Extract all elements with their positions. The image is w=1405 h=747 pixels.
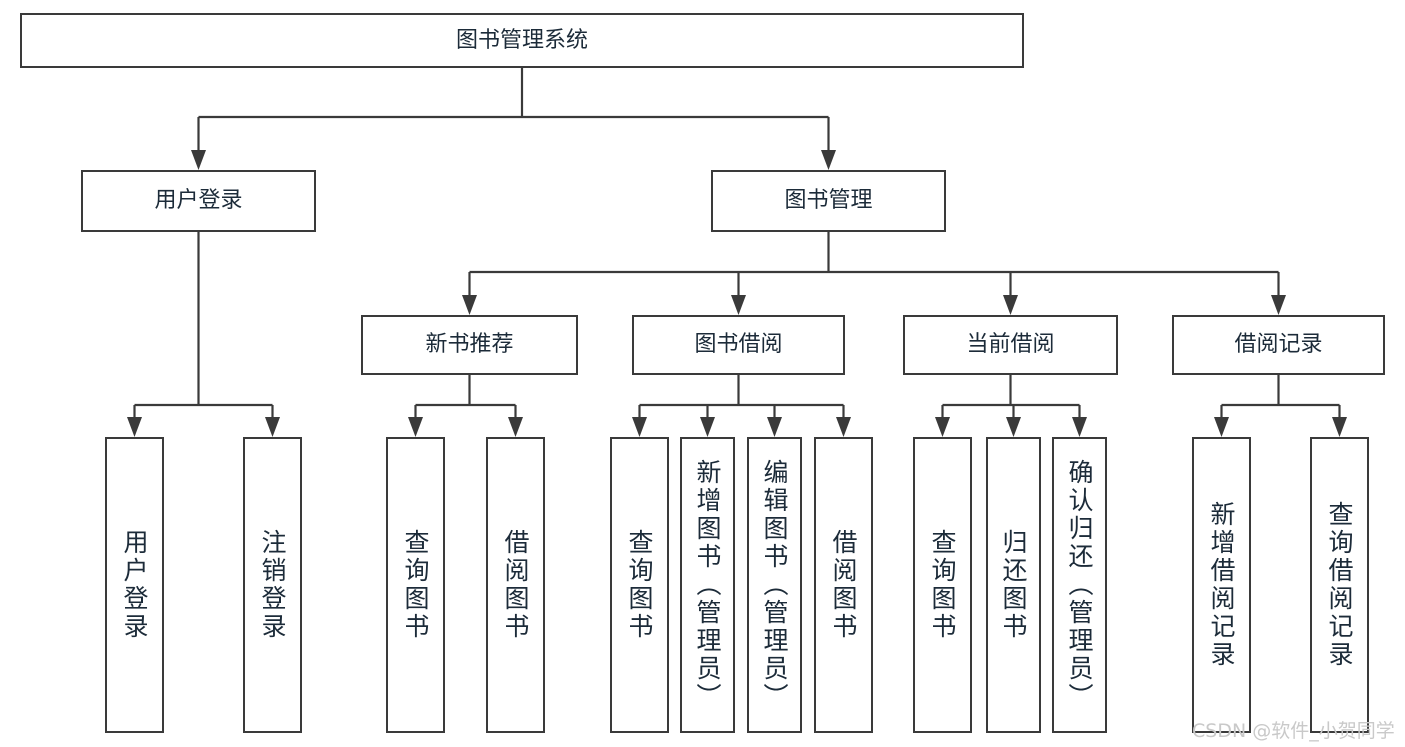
node-l-bb-add[interactable]: 新增图书（管理员）	[680, 437, 735, 733]
node-current[interactable]: 当前借阅	[903, 315, 1118, 375]
node-label: 图书借阅	[694, 332, 783, 358]
node-bookmgmt[interactable]: 图书管理	[711, 170, 946, 232]
node-l-bb-query[interactable]: 查询图书	[610, 437, 669, 733]
node-l-cb-return[interactable]: 归还图书	[986, 437, 1041, 733]
node-newbooks[interactable]: 新书推荐	[361, 315, 578, 375]
arrowhead-icon	[1006, 417, 1021, 437]
node-label: 借阅图书	[501, 529, 530, 641]
node-l-bb-edit[interactable]: 编辑图书（管理员）	[747, 437, 802, 733]
node-label: 归还图书	[999, 529, 1028, 641]
arrowhead-icon	[821, 150, 836, 170]
arrowhead-icon	[408, 417, 423, 437]
node-l-rc-add[interactable]: 新增借阅记录	[1192, 437, 1251, 733]
node-l-cb-query[interactable]: 查询图书	[913, 437, 972, 733]
arrowhead-icon	[1332, 417, 1347, 437]
node-label: 新书推荐	[425, 332, 514, 358]
node-label: 查询图书	[625, 529, 654, 641]
node-l-nb-borrow[interactable]: 借阅图书	[486, 437, 545, 733]
node-label: 借阅图书	[829, 529, 858, 641]
node-label: 查询图书	[928, 529, 957, 641]
node-label: 新增图书（管理员）	[693, 459, 722, 711]
csdn-watermark: CSDN @软件_小贺同学	[1192, 720, 1395, 742]
node-label: 查询借阅记录	[1325, 501, 1354, 669]
node-label: 查询图书	[401, 529, 430, 641]
node-l-nb-query[interactable]: 查询图书	[386, 437, 445, 733]
node-label: 图书管理系统	[455, 27, 588, 53]
arrowhead-icon	[1003, 295, 1018, 315]
node-label: 借阅记录	[1234, 332, 1323, 358]
arrowhead-icon	[127, 417, 142, 437]
arrowhead-icon	[836, 417, 851, 437]
node-l-bb-borrow[interactable]: 借阅图书	[814, 437, 873, 733]
node-label: 新增借阅记录	[1207, 501, 1236, 669]
node-l-rc-query[interactable]: 查询借阅记录	[1310, 437, 1369, 733]
node-records[interactable]: 借阅记录	[1172, 315, 1385, 375]
node-label: 编辑图书（管理员）	[760, 459, 789, 711]
node-root[interactable]: 图书管理系统	[20, 13, 1024, 68]
arrowhead-icon	[731, 295, 746, 315]
node-l-login[interactable]: 用户登录	[105, 437, 164, 733]
arrowhead-icon	[1072, 417, 1087, 437]
node-label: 注销登录	[258, 529, 287, 641]
node-l-logout[interactable]: 注销登录	[243, 437, 302, 733]
arrowhead-icon	[632, 417, 647, 437]
node-label: 当前借阅	[966, 332, 1055, 358]
arrowhead-icon	[935, 417, 950, 437]
node-login[interactable]: 用户登录	[81, 170, 316, 232]
node-l-cb-conf[interactable]: 确认归还（管理员）	[1052, 437, 1107, 733]
arrowhead-icon	[700, 417, 715, 437]
arrowhead-icon	[462, 295, 477, 315]
node-label: 确认归还（管理员）	[1065, 459, 1094, 711]
node-label: 用户登录	[154, 188, 243, 214]
arrowhead-icon	[767, 417, 782, 437]
arrowhead-icon	[265, 417, 280, 437]
arrowhead-icon	[1214, 417, 1229, 437]
node-label: 用户登录	[120, 529, 149, 641]
node-label: 图书管理	[784, 188, 873, 214]
node-borrowbook[interactable]: 图书借阅	[632, 315, 845, 375]
arrowhead-icon	[508, 417, 523, 437]
arrowhead-icon	[1271, 295, 1286, 315]
arrowhead-icon	[191, 150, 206, 170]
